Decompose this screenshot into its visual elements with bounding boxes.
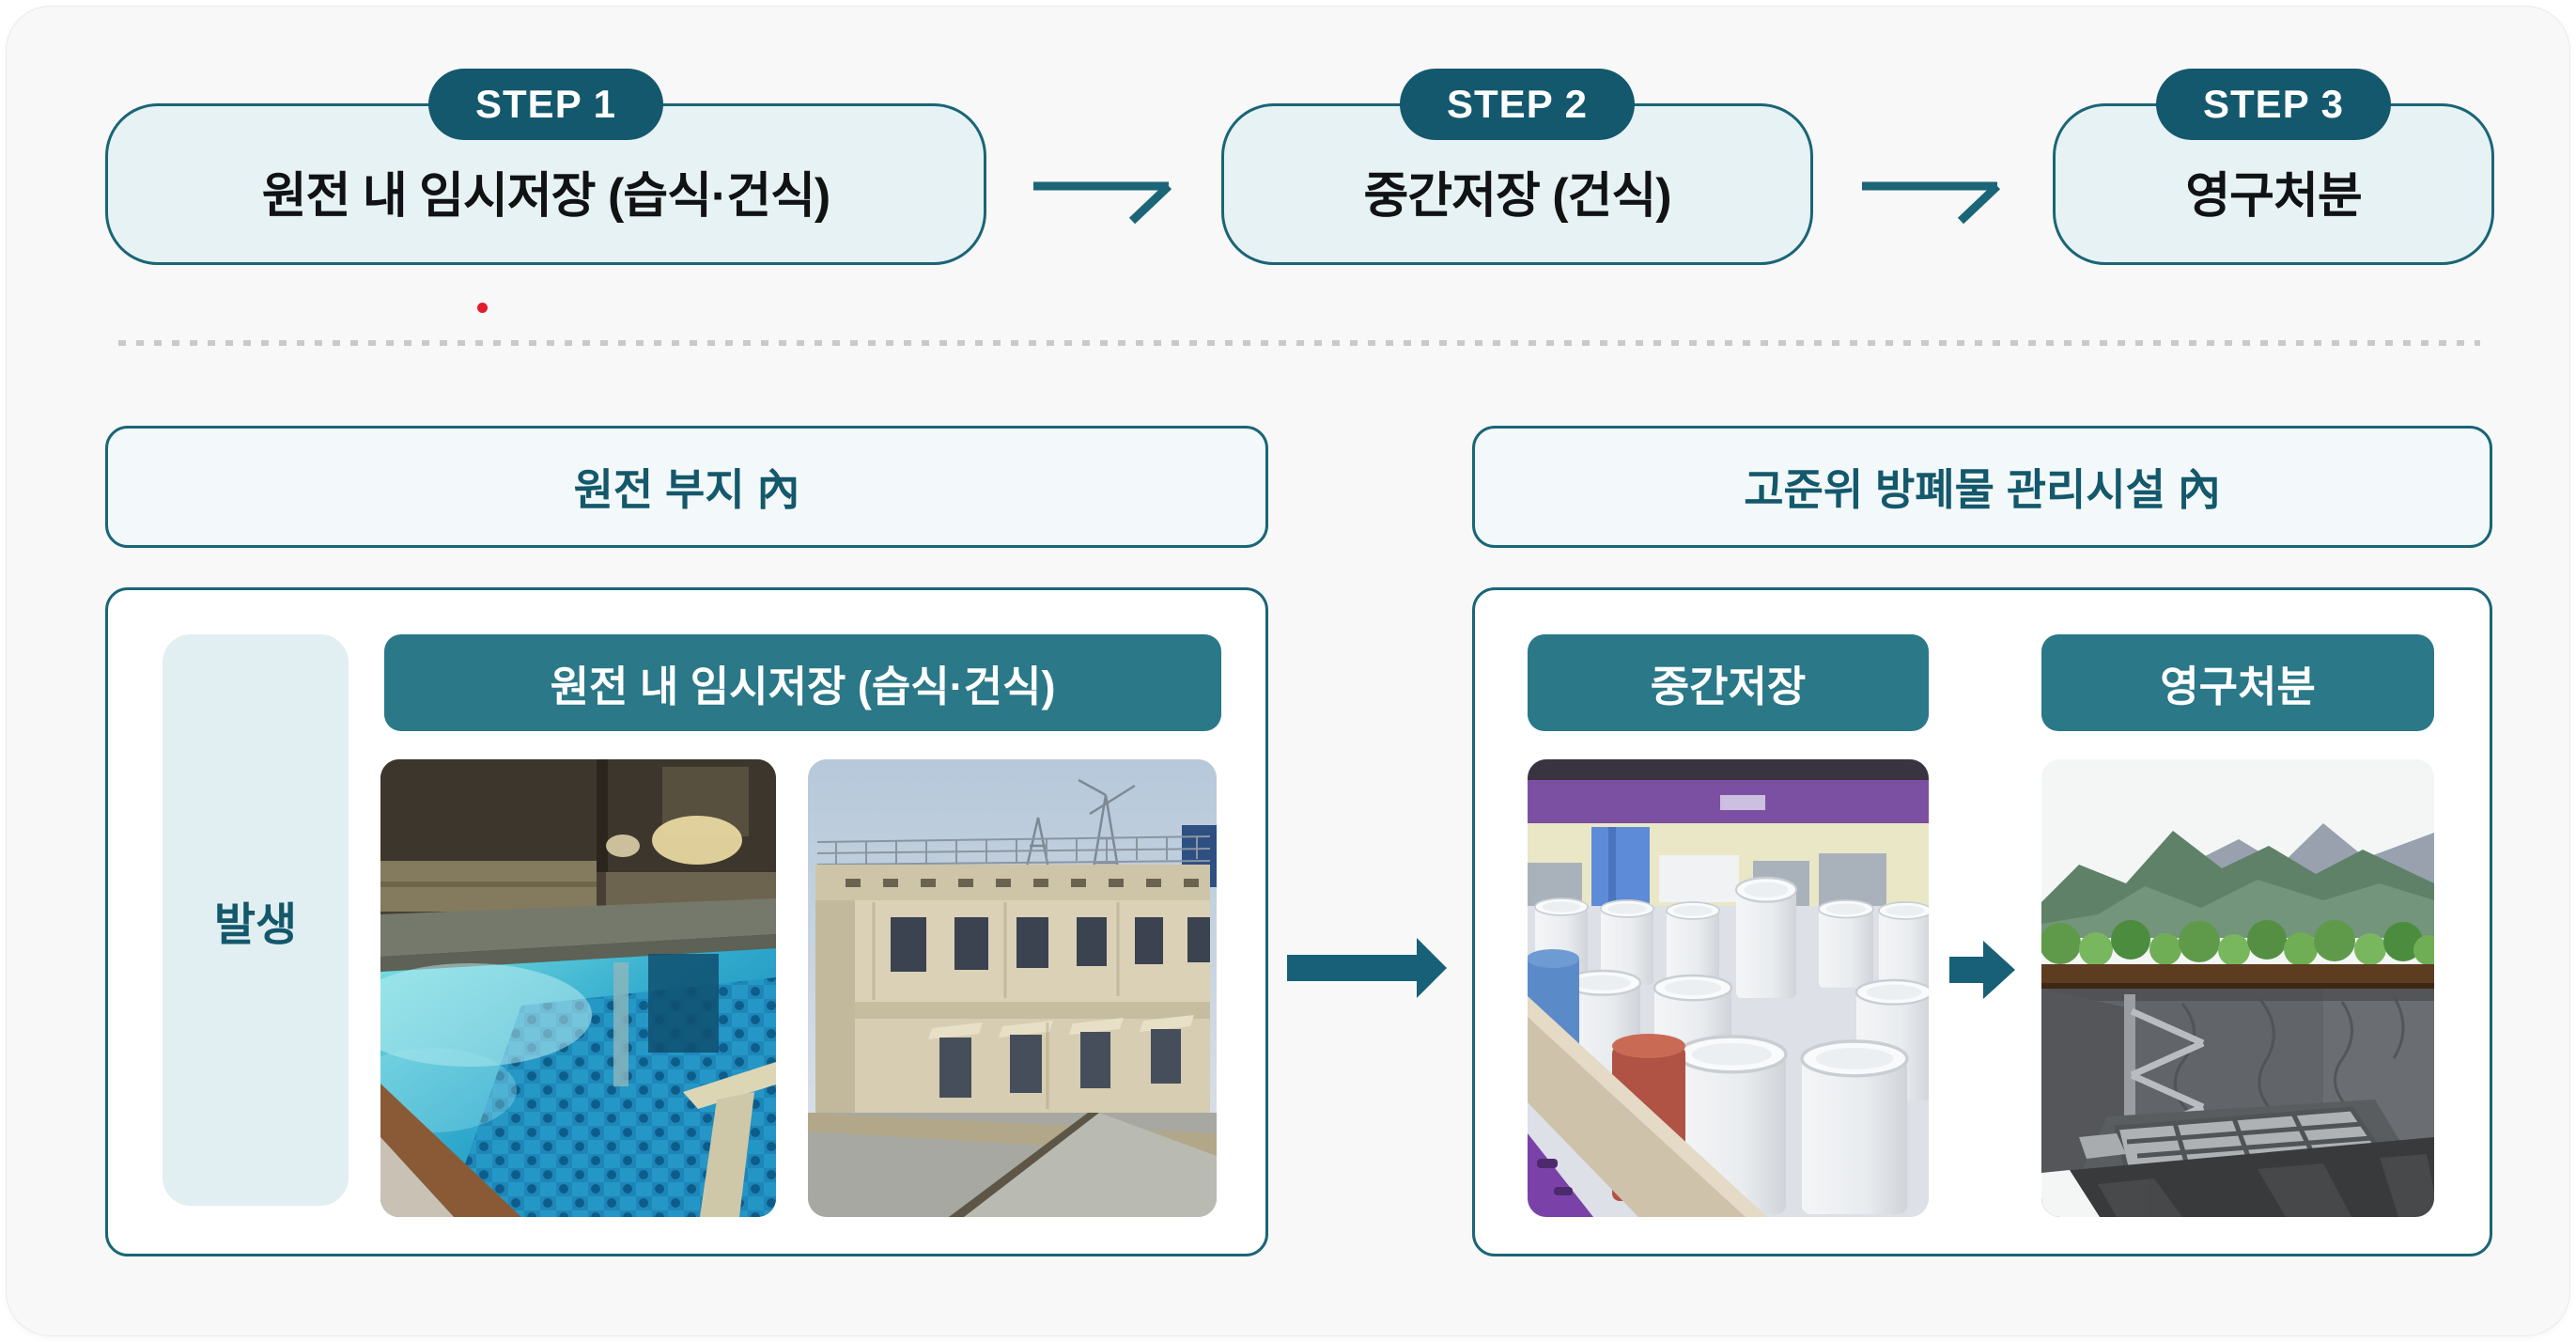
step-2-label: 중간저장 (건식) — [1363, 168, 1671, 224]
wet-storage-pool-photo — [380, 759, 776, 1217]
step-2-box: STEP 2 중간저장 (건식) — [1221, 69, 1813, 265]
generation-label: 발생 — [213, 900, 298, 950]
permanent-disposal-repository-photo — [2041, 759, 2434, 1217]
interim-storage-casks-photo — [1528, 759, 1929, 1217]
upper-windows — [891, 917, 1210, 972]
casks-illustration — [1528, 759, 1929, 1217]
pool-illustration — [380, 759, 776, 1217]
step-3-label: 영구처분 — [2185, 168, 2362, 224]
site-to-facility-arrow-icon — [1287, 938, 1447, 998]
building-illustration — [808, 759, 1217, 1217]
bushes — [2041, 920, 2434, 966]
dry-storage-building-photo — [808, 759, 1217, 1217]
site-zone-header: 원전 부지 內 — [105, 426, 1268, 548]
facility-zone-header-label: 고준위 방폐물 관리시설 內 — [1744, 465, 2221, 514]
red-dot-artifact — [477, 303, 488, 313]
step-1-box: STEP 1 원전 내 임시저장 (습식·건식) — [105, 69, 986, 265]
soil-layer — [2041, 964, 2434, 985]
step-2-badge-label: STEP 2 — [1447, 82, 1588, 126]
step-arrow-1-icon — [1033, 181, 1172, 224]
onsite-storage-bar-label: 원전 내 임시저장 (습식·건식) — [550, 663, 1056, 710]
step-1-badge: STEP 1 — [428, 69, 663, 140]
lower-windows — [928, 1015, 1194, 1098]
disposal-bar: 영구처분 — [2041, 634, 2434, 731]
interim-storage-bar: 중간저장 — [1528, 634, 1929, 731]
interim-to-disposal-arrow-icon — [1949, 941, 2015, 999]
step-3-badge-label: STEP 3 — [2203, 82, 2344, 126]
disposal-bar-label: 영구처분 — [2160, 663, 2316, 710]
interim-storage-bar-label: 중간저장 — [1650, 663, 1807, 710]
generation-pill: 발생 — [163, 634, 349, 1206]
pool-copper-edge — [380, 1084, 521, 1217]
step-1-label: 원전 내 임시저장 (습식·건식) — [261, 168, 831, 224]
site-zone-header-label: 원전 부지 內 — [573, 465, 800, 514]
facility-panel: 중간저장 영구처분 — [1472, 587, 2492, 1256]
facility-zone-header: 고준위 방폐물 관리시설 內 — [1472, 426, 2492, 548]
step-3-box: STEP 3 영구처분 — [2053, 69, 2494, 265]
step-arrow-2-icon — [1862, 181, 2001, 224]
dotted-separator — [118, 340, 2480, 346]
step-2-badge: STEP 2 — [1400, 69, 1635, 140]
site-panel: 발생 원전 내 임시저장 (습식·건식) — [105, 587, 1268, 1256]
step-3-badge: STEP 3 — [2156, 69, 2391, 140]
onsite-storage-bar: 원전 내 임시저장 (습식·건식) — [384, 634, 1221, 731]
step-1-badge-label: STEP 1 — [475, 82, 616, 126]
repository-illustration — [2041, 759, 2434, 1217]
